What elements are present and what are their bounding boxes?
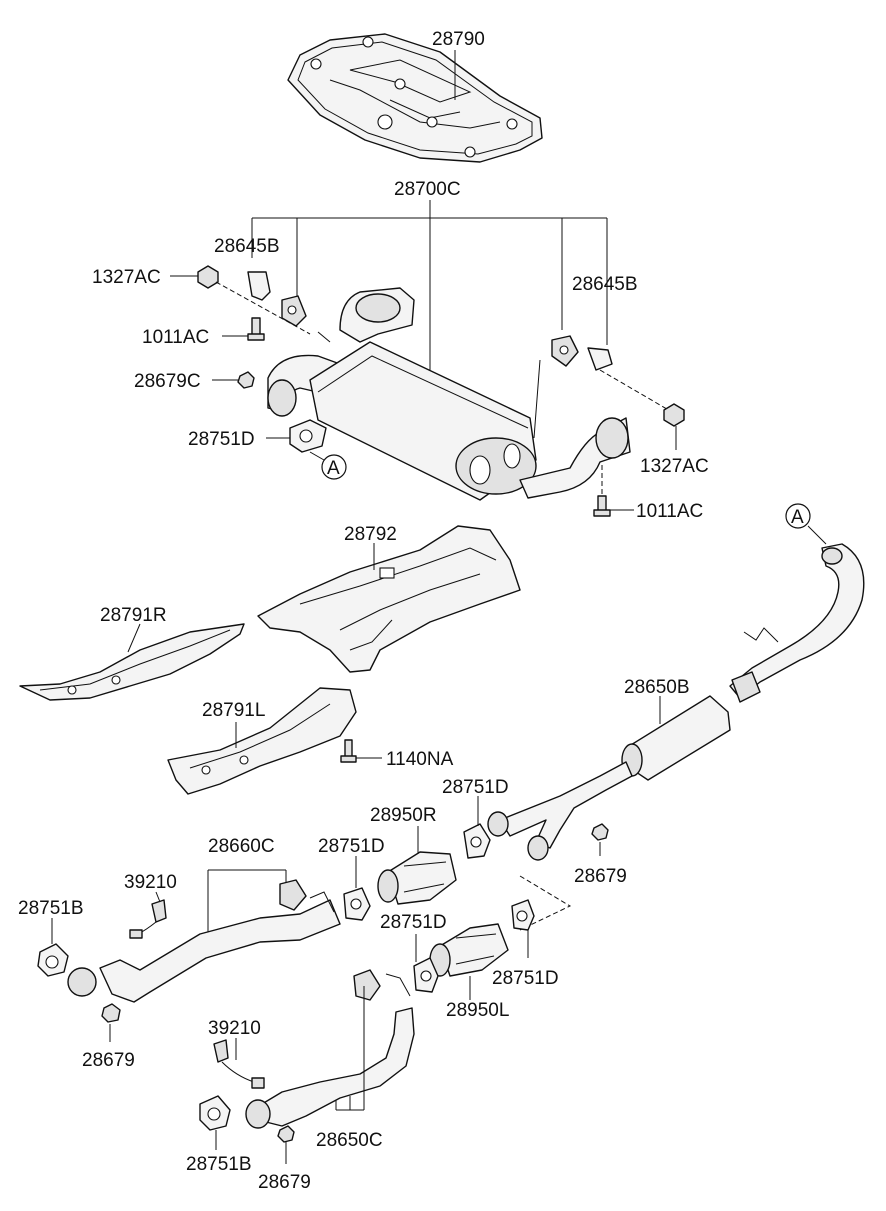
label-39210-lower: 39210	[208, 1018, 261, 1039]
label-28751D-left: 28751D	[318, 836, 385, 857]
gasket-28751D-mid	[463, 823, 491, 859]
ref-A-pipe: A	[791, 507, 804, 528]
label-28751B-lower: 28751B	[186, 1154, 252, 1175]
label-1011AC-right: 1011AC	[636, 501, 703, 522]
nut-28679-bottom	[277, 1125, 295, 1143]
center-pipe-28650B	[487, 543, 865, 861]
ref-A-muffler: A	[327, 458, 340, 479]
label-28751D-lower-right: 28751D	[492, 968, 559, 989]
label-28751B-upper: 28751B	[18, 898, 84, 919]
hanger-28645B-right	[551, 335, 613, 371]
label-28790: 28790	[432, 29, 485, 50]
gasket-28751D-top	[289, 419, 327, 453]
label-28645B-right: 28645B	[572, 274, 638, 295]
bolt-1140NA	[340, 739, 357, 763]
converter-28950R	[377, 851, 457, 905]
label-28679-left: 28679	[82, 1050, 135, 1071]
nut-1327AC-right	[663, 403, 685, 427]
heat-shield-28792	[257, 525, 521, 673]
label-28679C: 28679C	[134, 371, 201, 392]
label-1327AC-left: 1327AC	[92, 267, 161, 288]
nut-28679C	[237, 371, 255, 389]
label-28950R: 28950R	[370, 805, 437, 826]
label-28751D-mid: 28751D	[442, 777, 509, 798]
muffler-28700C	[267, 287, 631, 501]
bolt-1011AC-right	[593, 495, 611, 517]
label-28791R: 28791R	[100, 605, 167, 626]
nut-28679-left	[101, 1003, 121, 1023]
gasket-28751B-lower	[199, 1095, 231, 1131]
label-1011AC-left: 1011AC	[142, 327, 209, 348]
label-28650B: 28650B	[624, 677, 690, 698]
nut-28679-right	[591, 823, 609, 841]
label-28660C: 28660C	[208, 836, 275, 857]
bolt-1011AC-left	[247, 317, 265, 341]
heat-shield-28791R	[19, 623, 245, 701]
label-28679-right: 28679	[574, 866, 627, 887]
label-28791L: 28791L	[202, 700, 265, 721]
gasket-28751D-left	[343, 887, 371, 921]
label-28751D-lower: 28751D	[380, 912, 447, 933]
label-28792: 28792	[344, 524, 397, 545]
hanger-28645B-left	[247, 271, 307, 327]
label-28650C: 28650C	[316, 1130, 383, 1151]
sensor-39210-lower	[213, 1039, 265, 1089]
gasket-28751B-upper	[37, 943, 69, 977]
label-28679-bottom: 28679	[258, 1172, 311, 1193]
label-1140NA: 1140NA	[386, 749, 454, 770]
label-1327AC-right: 1327AC	[640, 456, 709, 477]
front-pipe-28660C	[67, 879, 341, 1003]
gasket-28751D-lower-right	[511, 899, 535, 931]
gasket-28751D-lower	[413, 957, 439, 993]
label-28700C: 28700C	[394, 179, 461, 200]
heat-shield-28791L	[167, 687, 357, 795]
nut-1327AC-left	[197, 265, 219, 289]
sensor-39210-upper	[129, 899, 167, 939]
label-28645B-left: 28645B	[214, 236, 280, 257]
heat-shield-28790	[287, 33, 543, 163]
label-28751D-top: 28751D	[188, 429, 255, 450]
label-39210-upper: 39210	[124, 872, 177, 893]
front-pipe-28650C	[245, 969, 415, 1129]
label-28950L: 28950L	[446, 1000, 509, 1021]
